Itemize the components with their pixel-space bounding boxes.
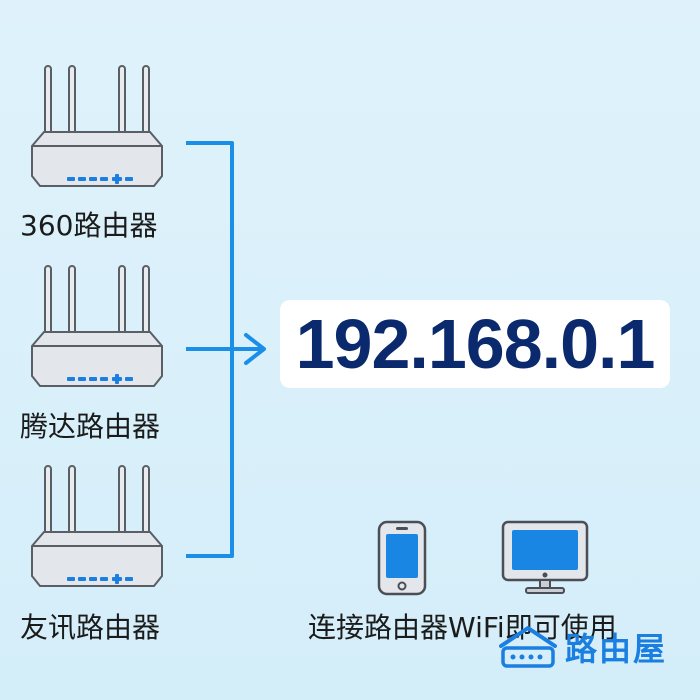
router-label-360: 360路由器 (20, 209, 158, 242)
router-icon (31, 265, 163, 387)
router-dlink (22, 462, 172, 592)
ip-address-box: 192.168.0.1 (280, 300, 670, 388)
router-icon (31, 65, 163, 187)
brand-name: 路由屋 (565, 630, 668, 668)
router-tenda (22, 262, 172, 392)
router-360 (22, 62, 172, 192)
ip-address: 192.168.0.1 (295, 305, 656, 383)
router-house-icon (499, 626, 557, 668)
router-label-tenda: 腾达路由器 (20, 410, 161, 443)
usage-instruction: 连接路由器WiFi即可使用 (308, 611, 617, 644)
brand-logo: 路由屋 (497, 622, 697, 672)
monitor-icon (501, 520, 589, 594)
router-label-dlink: 友讯路由器 (20, 611, 161, 644)
phone-icon (377, 520, 427, 596)
router-icon (31, 465, 163, 587)
